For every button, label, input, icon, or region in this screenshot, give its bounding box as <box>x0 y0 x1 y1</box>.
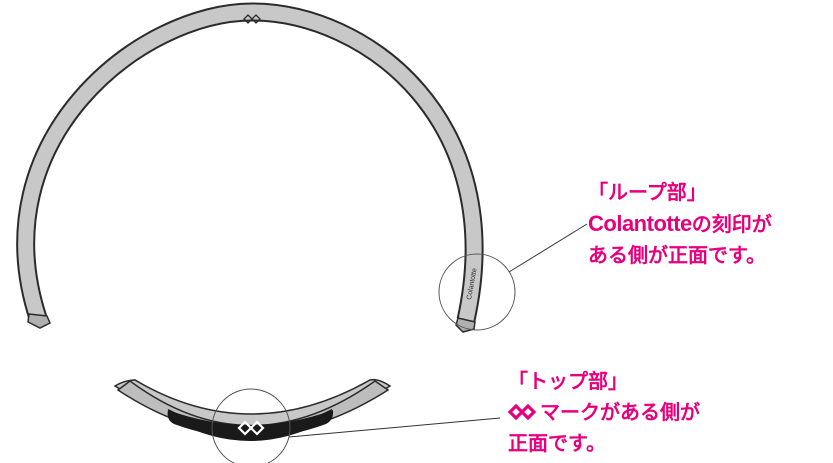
left-end-cap <box>27 313 51 329</box>
top-highlight-circle <box>211 388 291 463</box>
top-callout-line2: マークがある側が <box>508 397 700 428</box>
loop-callout-line2: Colantotteの刻印が <box>588 208 772 240</box>
top-logo-icon <box>237 420 265 436</box>
loop-logo-icon <box>243 14 261 24</box>
top-callout-line3: 正面です。 <box>508 431 606 455</box>
top-callout-line2-rest: マークがある側が <box>540 400 700 424</box>
loop-band: Colantotte <box>16 2 484 333</box>
brand-name: Colantotte <box>588 211 692 236</box>
loop-callout-line3: ある側が正面です。 <box>588 243 766 267</box>
loop-callout-line2-rest: の刻印が <box>691 212 772 236</box>
top-leader-line <box>288 417 501 438</box>
colantotte-diamond-logo-icon <box>508 403 537 421</box>
loop-highlight-circle <box>438 253 516 331</box>
loop-leader-line <box>508 223 588 273</box>
top-callout-title: 「トップ部」 <box>508 369 628 393</box>
top-callout: 「トップ部」 マークがある側が 正面です。 <box>508 366 700 459</box>
loop-callout-title: 「ループ部」 <box>588 180 707 204</box>
loop-callout: 「ループ部」 Colantotteの刻印が ある側が正面です。 <box>588 177 772 271</box>
